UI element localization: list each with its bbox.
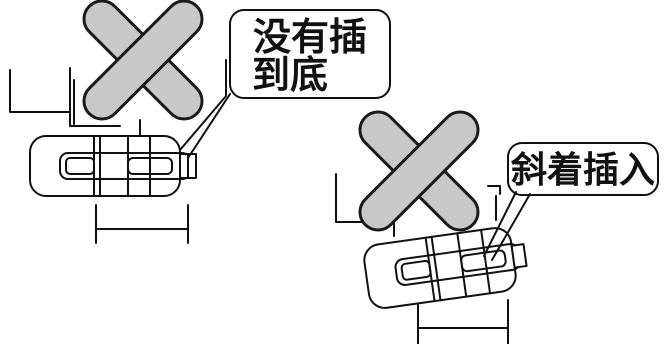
slot-housing-left [9, 67, 189, 244]
callout-left-line-2: 到底 [252, 53, 328, 97]
x-mark-icon-right [358, 110, 480, 232]
module-card-right [363, 227, 528, 309]
panel-inserted-at-angle [335, 142, 659, 344]
callout-right [483, 142, 659, 261]
callout-left-line-1: 没有插 [253, 15, 367, 59]
callout-right-line-1: 斜着插入 [511, 150, 655, 191]
x-mark-icon-left [82, 0, 204, 121]
module-card-left [29, 135, 197, 197]
callout-left [179, 9, 391, 159]
panel-not-fully-inserted [9, 9, 391, 244]
